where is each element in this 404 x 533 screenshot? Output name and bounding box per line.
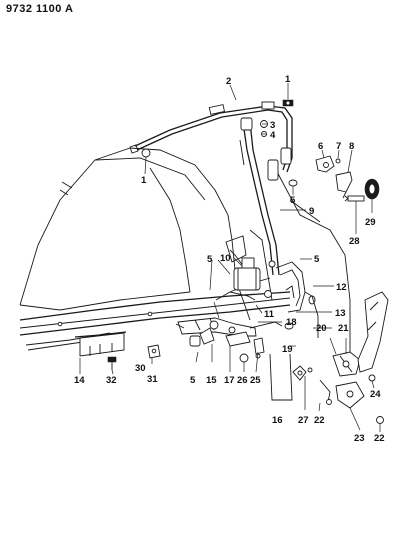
- callout-6: 6: [318, 141, 323, 152]
- callout-30: 30: [135, 363, 146, 374]
- callout-11: 11: [264, 309, 275, 320]
- callout-27: 27: [298, 415, 309, 426]
- callout-24: 24: [370, 389, 381, 400]
- callout-2: 2: [226, 76, 231, 87]
- callout-13: 13: [335, 308, 346, 319]
- callout-17: 17: [224, 375, 235, 386]
- callout-25: 25: [250, 375, 261, 386]
- callout-5-bottom: 5: [190, 375, 196, 386]
- callout-18: 18: [286, 317, 297, 328]
- callout-19: 19: [282, 344, 293, 355]
- callout-5-right: 5: [314, 254, 320, 265]
- anchor-bracket-assembly: [315, 155, 353, 199]
- callout-10: 10: [220, 253, 231, 264]
- callout-labels: 1 2 3 4 1 6 7 8 5 9 29 28 5 10 5 12 11 1…: [74, 74, 385, 444]
- retractor-assembly: [229, 257, 276, 301]
- callout-9: 9: [309, 206, 314, 217]
- outboard-buckle-assembly: [319, 291, 389, 424]
- shoulder-belt-webbing: [239, 117, 280, 276]
- clip-part: [147, 344, 161, 359]
- callout-12: 12: [336, 282, 347, 293]
- callout-20: 20: [316, 323, 327, 334]
- sill-bracket: [74, 331, 127, 370]
- callout-8: 8: [349, 141, 354, 152]
- callout-23: 23: [354, 433, 365, 444]
- callout-4: 4: [270, 130, 276, 141]
- floor-belt-channel: [175, 317, 294, 337]
- shoulder-belt-rail: [129, 101, 293, 173]
- callout-16: 16: [272, 415, 283, 426]
- inner-buckle-group: [189, 327, 265, 363]
- callout-5-upper: 5: [290, 195, 296, 206]
- document-code: 9732 1100 A: [6, 3, 74, 15]
- callout-1-top: 1: [285, 74, 291, 85]
- callout-5-left: 5: [207, 254, 213, 265]
- vehicle-body-outline: [19, 147, 351, 360]
- callout-7: 7: [336, 141, 341, 152]
- callout-22-left: 22: [314, 415, 325, 426]
- callout-28: 28: [349, 236, 360, 247]
- callout-1-left: 1: [141, 175, 147, 186]
- callout-15: 15: [206, 375, 217, 386]
- callout-26: 26: [237, 375, 248, 386]
- slide-anchor: [344, 178, 380, 202]
- lower-anchor: [269, 353, 313, 401]
- callout-14: 14: [74, 375, 85, 386]
- callout-31: 31: [147, 374, 158, 385]
- quarter-trim-panel: [275, 261, 319, 338]
- callout-3: 3: [270, 120, 275, 131]
- leader-lines: [79, 83, 381, 432]
- callout-22-right: 22: [374, 433, 385, 444]
- callout-21: 21: [338, 323, 349, 334]
- callout-32: 32: [106, 375, 117, 386]
- callout-29: 29: [365, 217, 376, 228]
